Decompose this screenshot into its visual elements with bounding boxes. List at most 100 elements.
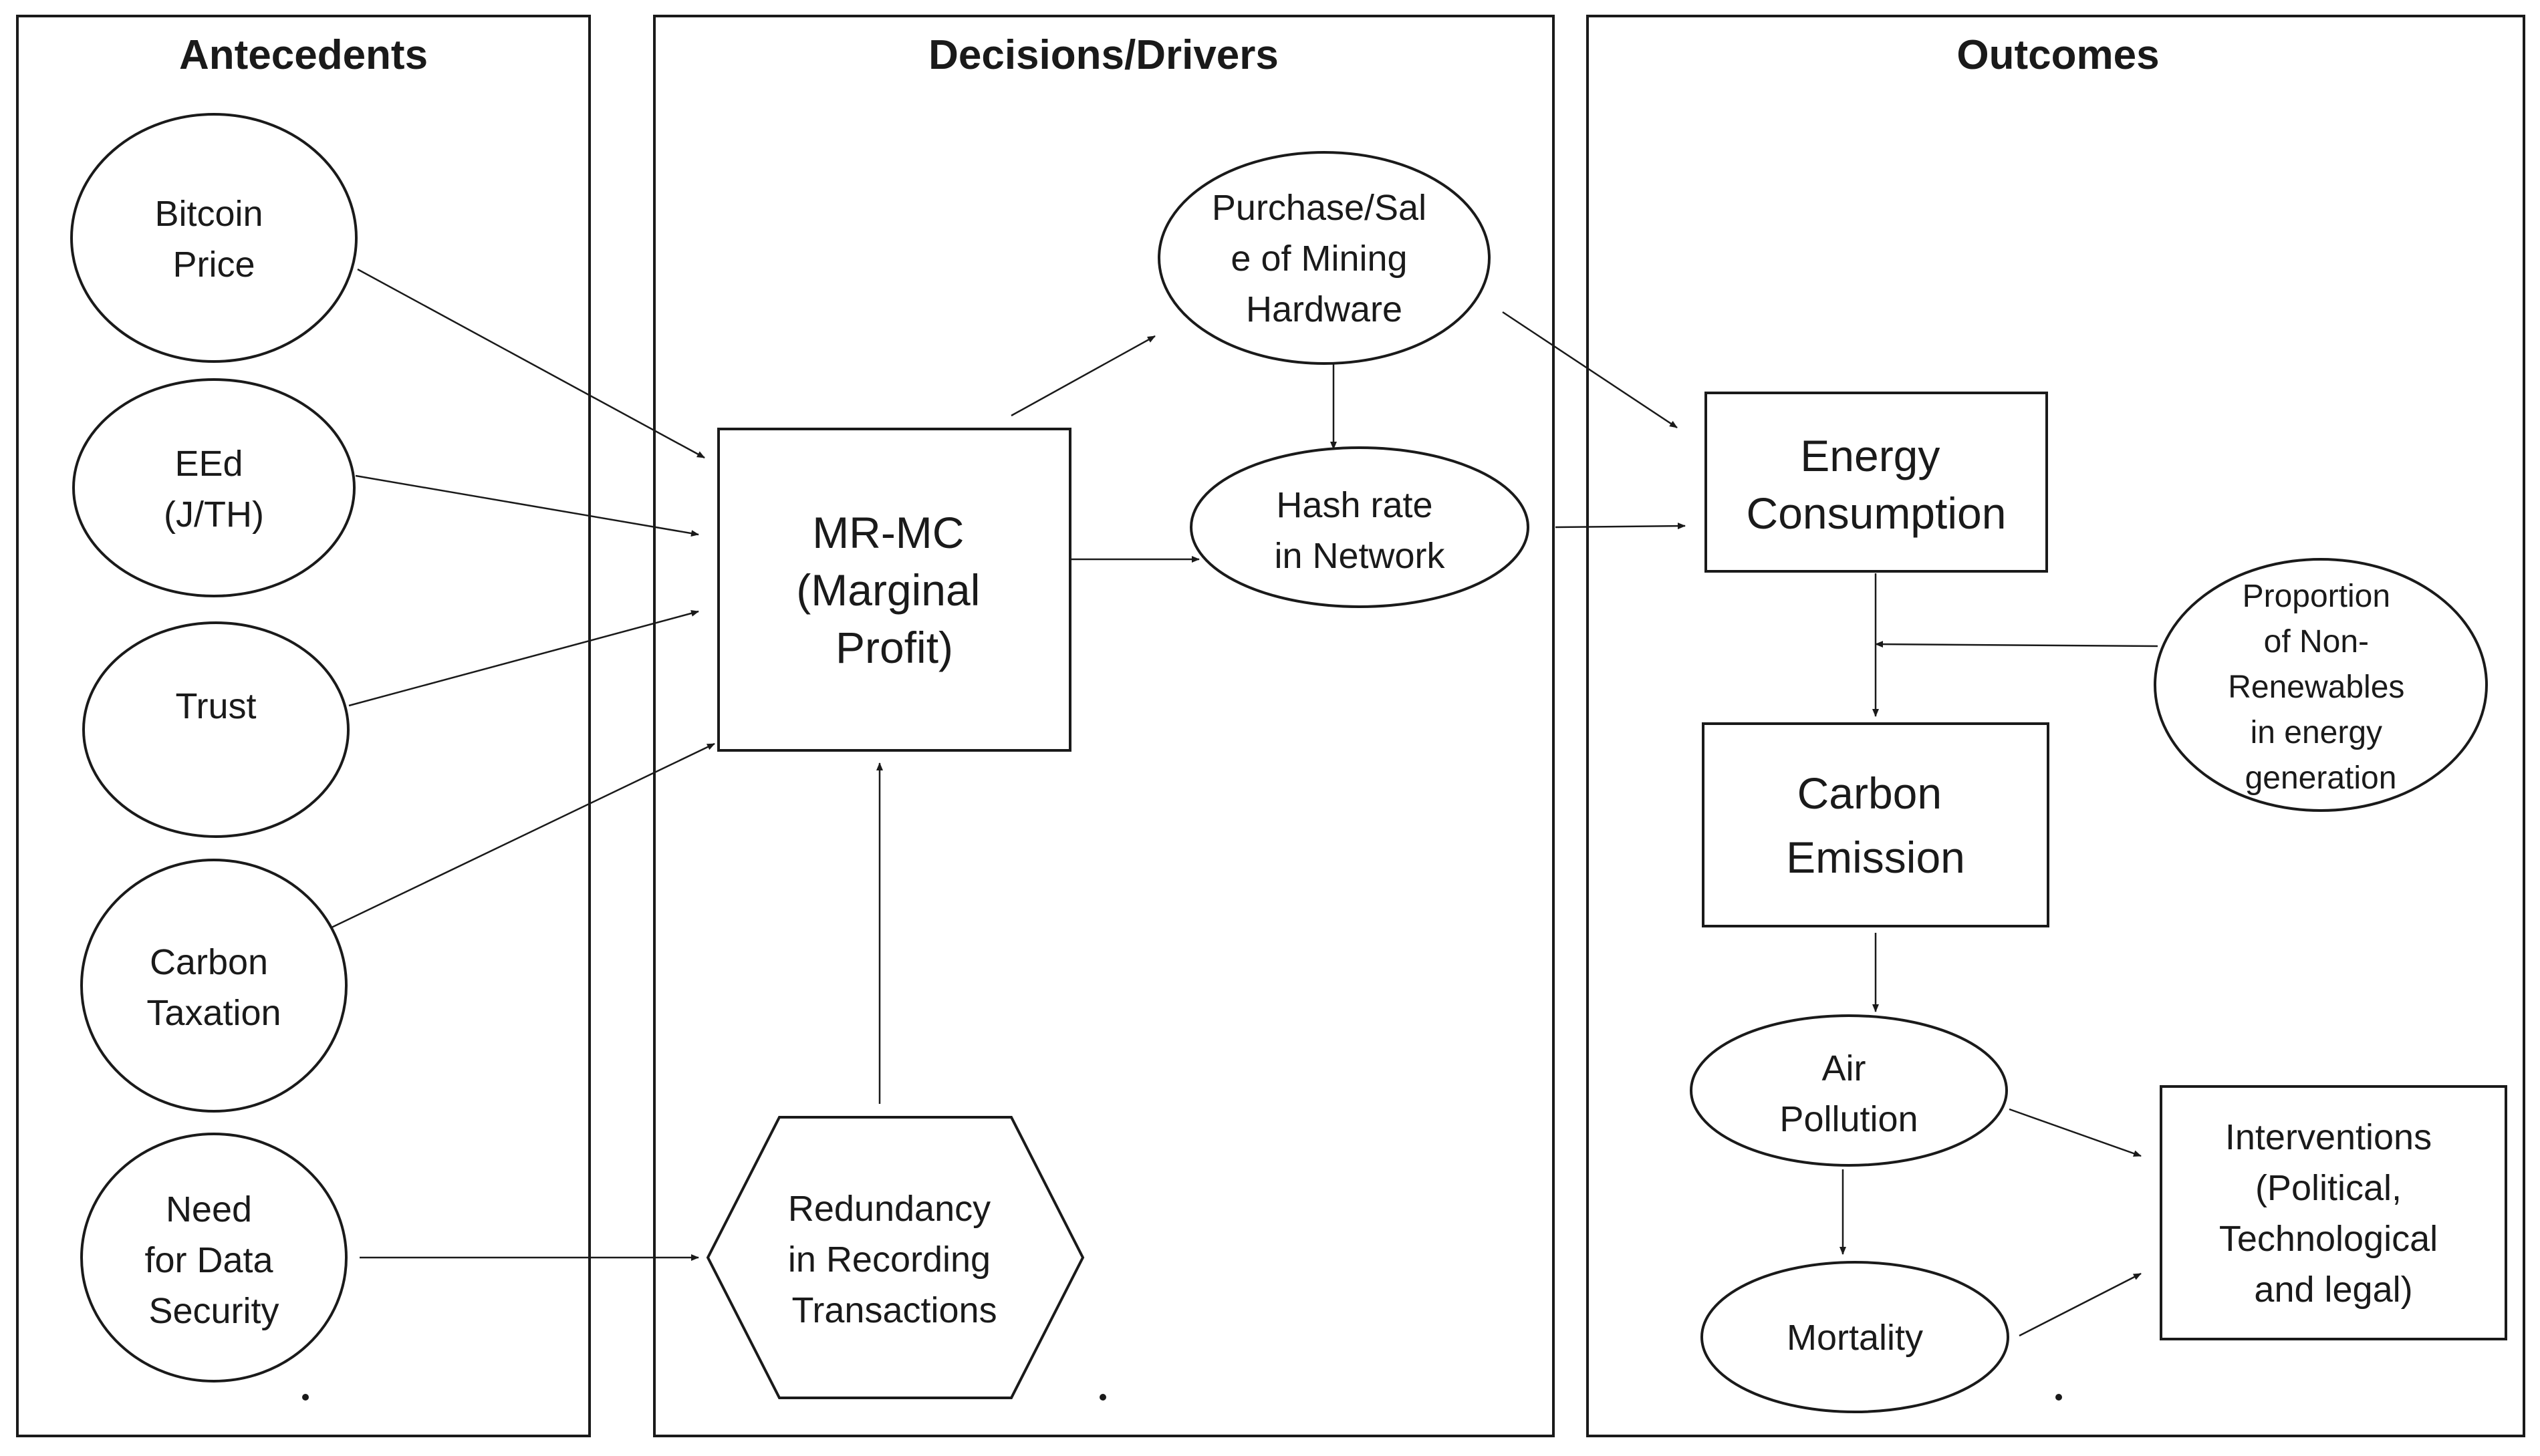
node-label-line: of Non- [2264,624,2369,660]
node-label-line: for Data [144,1240,273,1280]
node-label-line: (Marginal [796,565,980,615]
panel-antecedents-frame [16,15,591,1437]
node-label-line: Taxation [146,993,281,1033]
node-label: Interventions (Political, Technological … [2219,1117,2448,1310]
node-label-line: Trust [176,686,257,726]
node-label-line: Emission [1786,833,1965,882]
node-carbon-taxation: Carbon Taxation [80,859,348,1113]
node-label: Hash rate in Network [1274,485,1445,576]
node-label-line: (J/TH) [164,494,264,535]
node-label-line: Security [148,1291,279,1331]
ellipse-shape [72,378,356,597]
box-shape [2160,1085,2507,1340]
ellipse-shape [1158,151,1491,365]
node-label-line: Price [172,245,255,285]
node-eed: EEd (J/TH) [72,378,356,597]
node-air-pollution: Air Pollution [1690,1014,2008,1167]
node-label-line: in Network [1274,536,1445,576]
node-label: Proportion of Non- Renewables in energy … [2228,579,2414,796]
panel-dot [2055,1394,2062,1401]
node-label-line: (Political, [2255,1168,2402,1208]
edge-hash-rate-to-energy [1555,523,1686,530]
node-label-line: e of Mining [1231,239,1407,279]
node-label-line: Hash rate [1276,485,1432,525]
node-label-line: Renewables [2228,670,2404,705]
box-shape [1704,392,2048,573]
edge-eed-to-mr-mc [355,474,699,537]
edge-carbon-taxation-to-mr-mc [330,742,715,929]
node-label-line: Proportion [2243,579,2390,614]
node-energy-consumption: Energy Consumption [1704,392,2048,573]
edge-bitcoin-price-to-mr-mc [357,268,705,459]
node-label-line: Bitcoin [154,194,263,234]
node-label-line: Energy [1800,431,1940,480]
node-label-line: in Recording [788,1240,991,1280]
node-label: Need for Data Security [144,1189,283,1331]
node-label-line: Need [166,1189,252,1229]
edge-mr-mc-to-purchase-sale [1011,335,1156,417]
node-label-line: Interventions [2225,1117,2432,1157]
panel-decisions-frame [653,15,1555,1437]
node-label: Air Pollution [1779,1048,1918,1139]
node-non-renewables: Proportion of Non- Renewables in energy … [2154,558,2488,812]
panel-dot [302,1394,309,1401]
node-carbon-emission: Carbon Emission [1702,722,2049,927]
node-label-line: Consumption [1747,488,2007,538]
node-label-line: MR-MC [812,508,964,557]
edge-non-renewables-to-energy-link [1875,641,2158,648]
node-label-line: generation [2245,760,2397,796]
node-label-line: Air [1821,1048,1866,1088]
ellipse-shape [80,859,348,1113]
node-label-line: Carbon [150,942,268,982]
node-mortality: Mortality [1700,1261,2009,1413]
node-label: Mortality [1787,1318,1923,1358]
node-trust: Trust [82,621,350,838]
ellipse-shape [70,113,358,363]
box-shape [717,428,1071,752]
ellipse-shape [1190,446,1529,608]
node-label: EEd (J/TH) [164,444,264,535]
node-label: MR-MC (Marginal Profit) [796,508,992,672]
node-label-line: Technological [2219,1219,2438,1259]
ellipse-shape [1690,1014,2008,1167]
node-hash-rate: Hash rate in Network [1190,446,1529,608]
edge-mortality-to-interventions [2019,1272,2142,1337]
node-label: Purchase/Sal e of Mining Hardware [1212,188,1436,329]
node-label-line: Redundancy [788,1189,991,1229]
panel-outcomes-title: Outcomes [1956,32,2159,78]
panel-decisions-title: Decisions/Drivers [928,32,1279,78]
node-label-line: and legal) [2254,1270,2412,1310]
node-label: Bitcoin Price [154,194,273,285]
node-label-line: Profit) [836,623,953,672]
node-label-line: Mortality [1787,1318,1923,1358]
edge-trust-to-mr-mc [348,610,699,707]
panel-decisions: Decisions/Drivers [653,15,1555,1437]
edge-purchase-sale-to-energy [1502,311,1678,429]
node-label: Carbon Emission [1786,768,1965,882]
ellipse-shape [82,621,350,838]
node-label-line: Hardware [1246,289,1402,329]
panel-outcomes: Outcomes [1586,15,2525,1437]
node-label: Energy Consumption [1747,431,2007,538]
panel-antecedents: Antecedents [16,15,591,1437]
hexagon-shape [706,1116,1085,1399]
ellipse-shape [80,1133,348,1382]
node-label: Carbon Taxation [146,942,281,1033]
edge-air-pollution-to-interventions [2009,1108,2142,1157]
node-label: Trust [176,686,257,726]
node-label: Redundancy in Recording Transactions [788,1189,1001,1330]
node-interventions: Interventions (Political, Technological … [2160,1085,2507,1340]
ellipse-shape [2154,558,2488,812]
node-label-line: Transactions [791,1290,997,1330]
panel-outcomes-frame [1586,15,2525,1437]
edges [330,268,2158,1337]
node-purchase-sale: Purchase/Sal e of Mining Hardware [1158,151,1491,365]
node-label-line: Purchase/Sal [1212,188,1426,228]
node-label-line: Carbon [1797,768,1942,818]
node-label-line: Pollution [1779,1099,1918,1139]
panel-antecedents-title: Antecedents [179,32,428,78]
node-mr-mc: MR-MC (Marginal Profit) [717,428,1071,752]
node-redundancy: Redundancy in Recording Transactions [706,1116,1085,1399]
node-label-line: EEd [174,444,243,484]
